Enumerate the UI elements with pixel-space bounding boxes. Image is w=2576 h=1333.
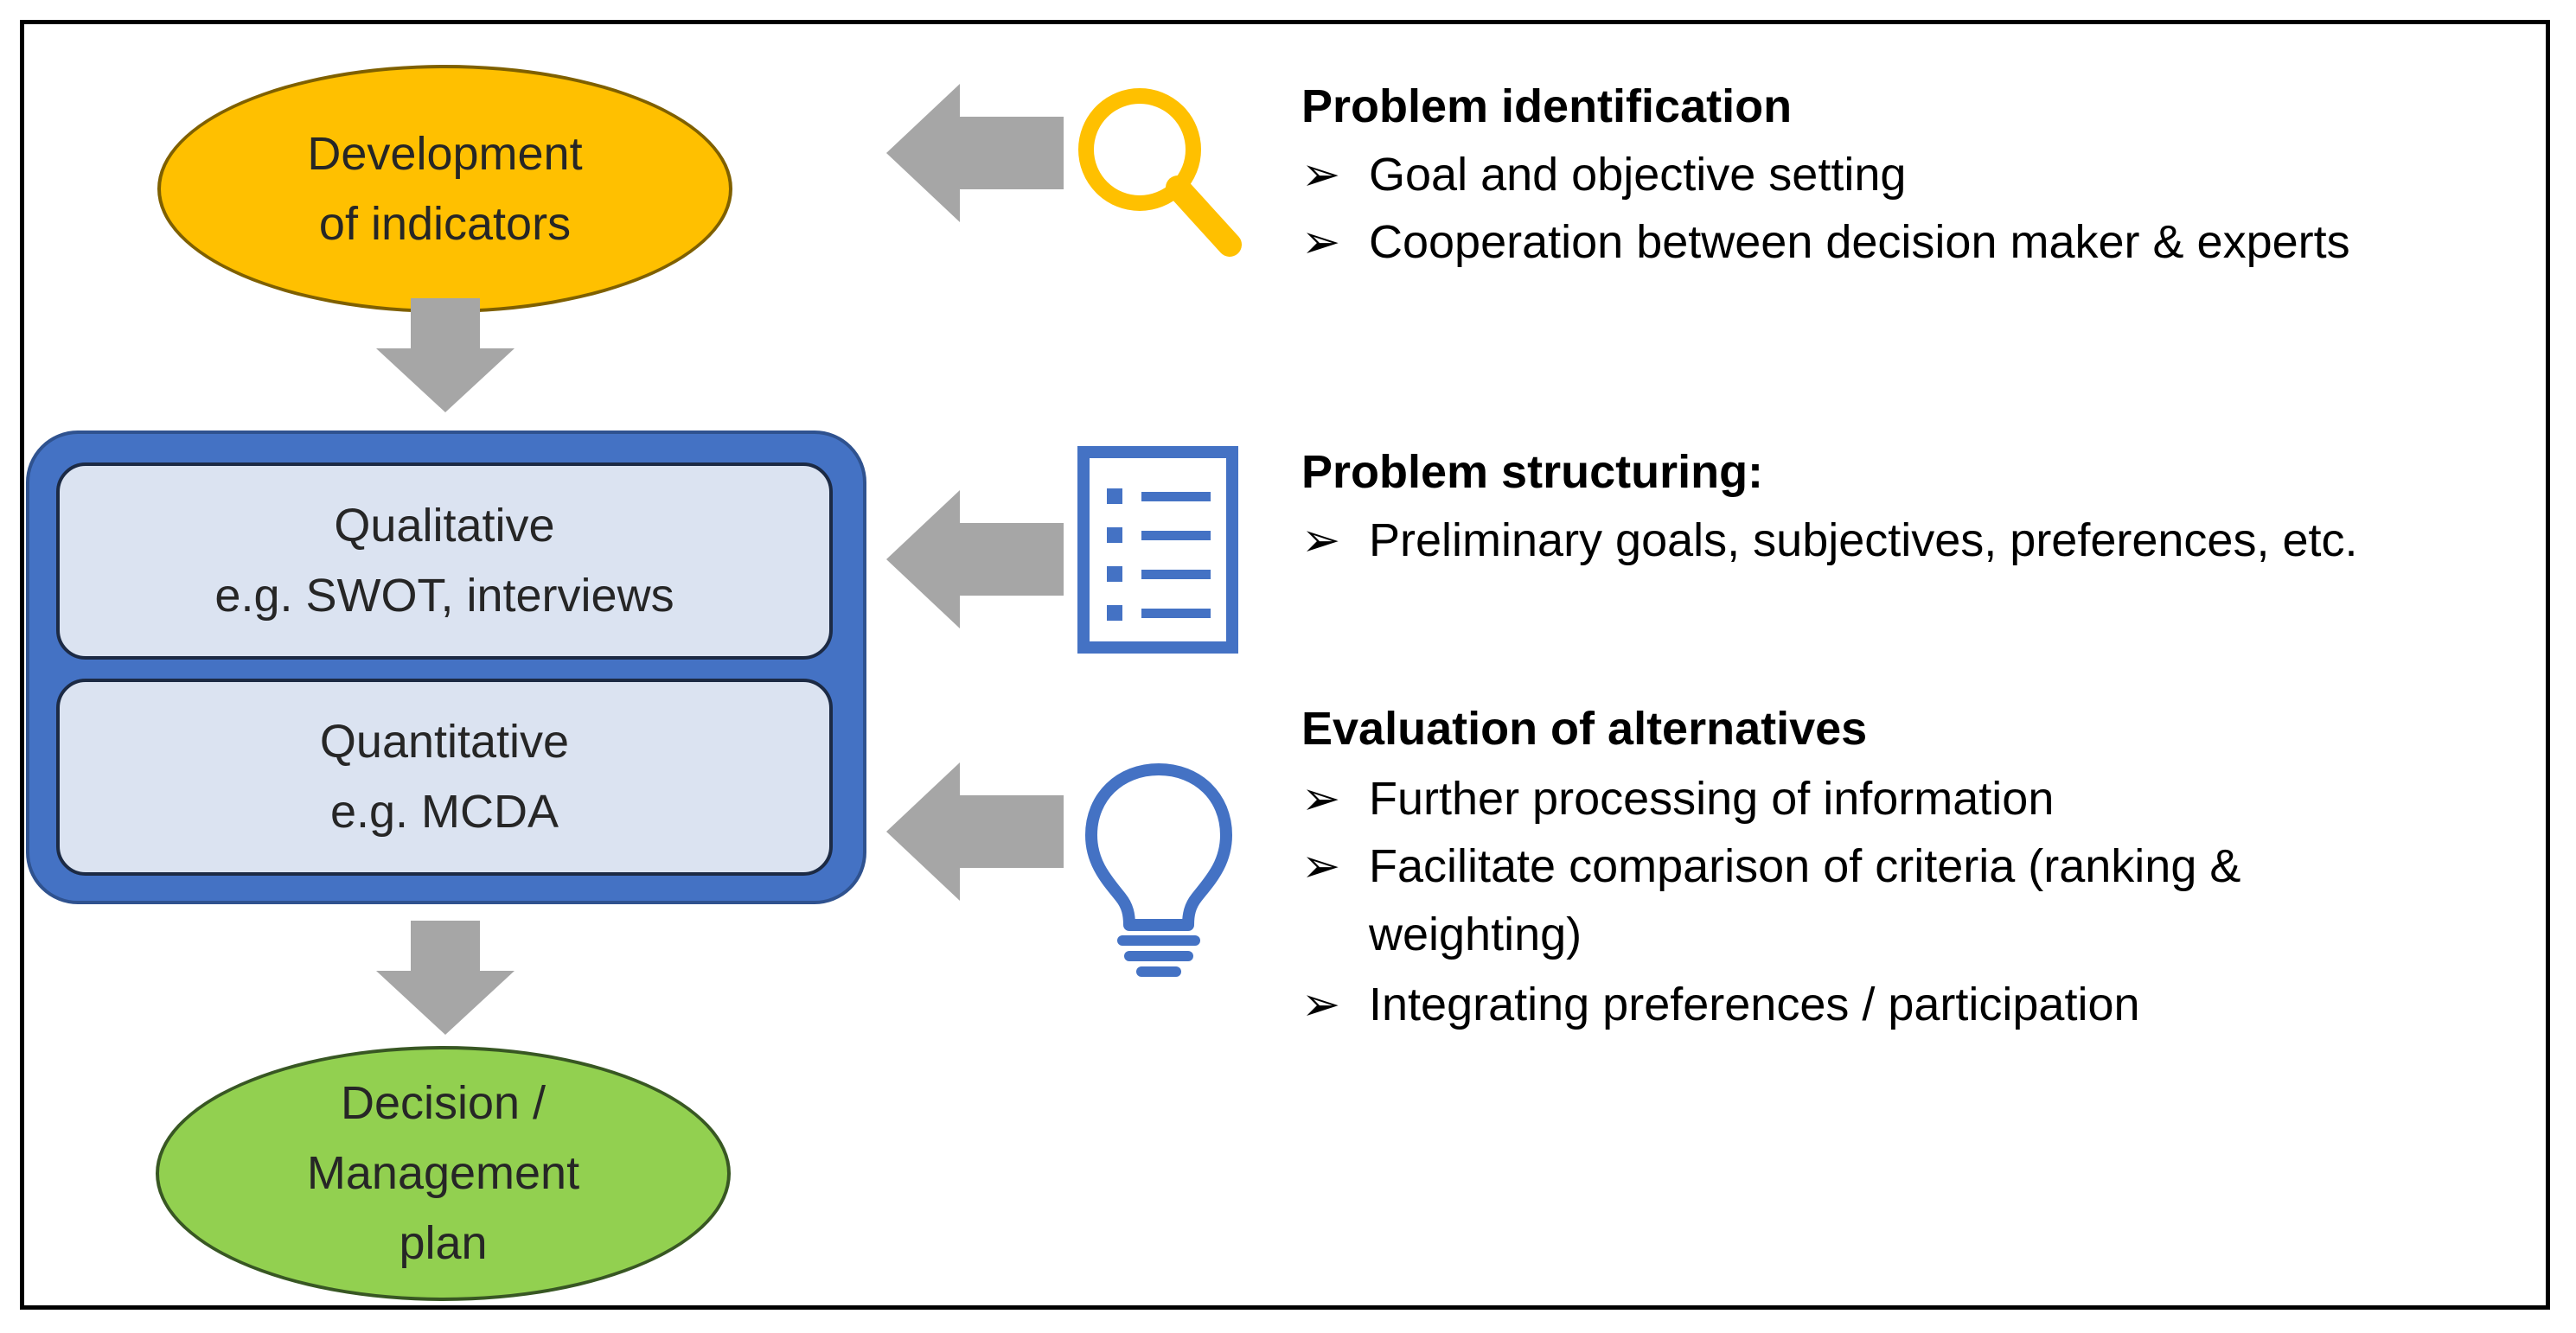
bullet-continuation: weighting) bbox=[1369, 909, 1582, 960]
method-line: Quantitative bbox=[319, 716, 570, 768]
bullet-text: Facilitate comparison of criteria (ranki… bbox=[1369, 840, 2241, 892]
bullet-arrow-icon: ➢ bbox=[1301, 840, 1341, 892]
bullet-arrow-icon: ➢ bbox=[1301, 216, 1341, 268]
stage-bullet: ➢ Preliminary goals, subjectives, prefere… bbox=[1301, 513, 2358, 567]
method-line: e.g. SWOT, interviews bbox=[214, 570, 674, 622]
stage-heading: Evaluation of alternatives bbox=[1301, 703, 1868, 755]
stage-bullet: ➢ Integrating preferences / participation bbox=[1301, 977, 2140, 1031]
qualitative-method-box: Qualitative e.g. SWOT, interviews bbox=[56, 462, 833, 660]
bullet-arrow-icon: ➢ bbox=[1301, 773, 1341, 825]
bullet-arrow-icon: ➢ bbox=[1301, 979, 1341, 1030]
quantitative-method-box: Quantitative e.g. MCDA bbox=[56, 679, 833, 876]
bullet-arrow-icon: ➢ bbox=[1301, 514, 1341, 566]
node-line: plan bbox=[399, 1217, 488, 1269]
stage-bullet: ➢ Cooperation between decision maker & ex… bbox=[1301, 214, 2350, 269]
method-line: Qualitative bbox=[334, 500, 555, 552]
bullet-text: Further processing of information bbox=[1369, 773, 2055, 825]
bullet-text: Preliminary goals, subjectives, preferen… bbox=[1369, 514, 2358, 566]
node-line: Management bbox=[306, 1147, 580, 1199]
stage-bullet: ➢ Further processing of information bbox=[1301, 771, 2054, 826]
development-of-indicators-node: Development of indicators bbox=[157, 65, 732, 313]
down-arrow bbox=[376, 921, 515, 1035]
left-arrow bbox=[886, 84, 1064, 222]
node-line: of indicators bbox=[318, 197, 572, 250]
decision-management-plan-node: Decision / Management plan bbox=[156, 1046, 731, 1301]
left-arrow bbox=[886, 762, 1064, 901]
stage-bullet: ➢ Facilitate comparison of criteria (rank… bbox=[1301, 839, 2240, 893]
bullet-text: Cooperation between decision maker & exp… bbox=[1369, 216, 2350, 268]
left-arrow bbox=[886, 490, 1064, 628]
bullet-text: Goal and objective setting bbox=[1369, 149, 1907, 201]
stage-heading: Problem structuring: bbox=[1301, 446, 1764, 498]
bullet-arrow-icon: ➢ bbox=[1301, 149, 1341, 201]
down-arrow bbox=[376, 298, 515, 412]
stage-heading: Problem identification bbox=[1301, 80, 1793, 132]
node-line: Decision / bbox=[340, 1077, 547, 1129]
checklist-icon bbox=[1077, 446, 1238, 654]
node-line: Development bbox=[307, 127, 583, 180]
lightbulb-icon bbox=[1085, 763, 1232, 977]
bullet-text: Integrating preferences / participation bbox=[1369, 979, 2140, 1030]
method-line: e.g. MCDA bbox=[329, 786, 559, 838]
magnifier-icon bbox=[1078, 88, 1242, 257]
stage-bullet: ➢ Goal and objective setting bbox=[1301, 147, 1906, 201]
